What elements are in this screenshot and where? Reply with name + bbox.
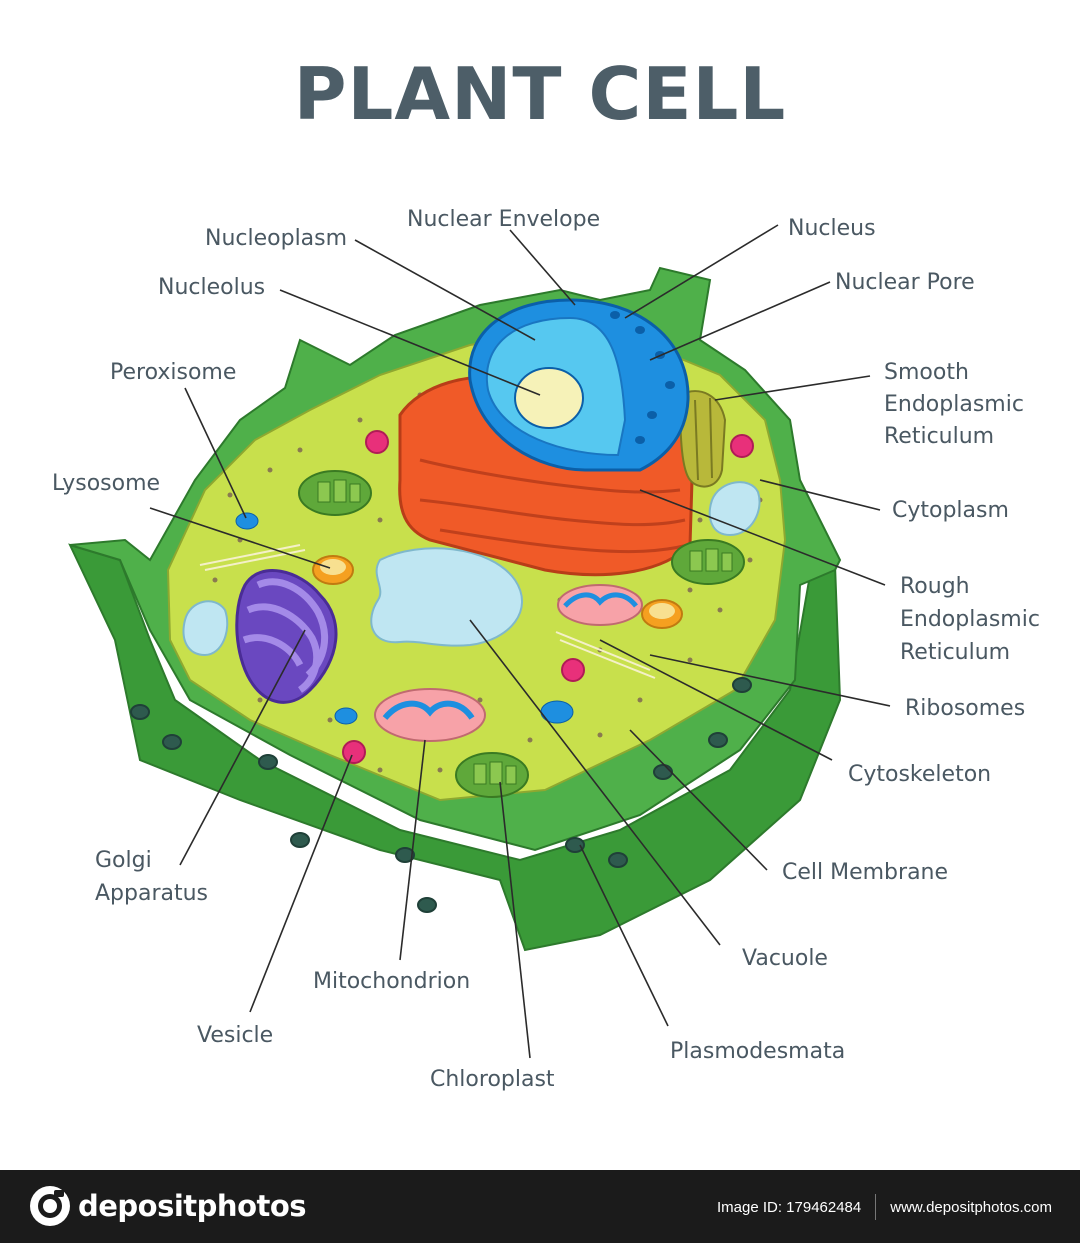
lysosome-2-inner [649,603,675,619]
vesicle-2 [730,434,754,458]
label-nucleoplasm: Nucleoplasm [205,226,347,251]
image-id: Image ID: 179462484 [716,1198,862,1216]
label-golgi-1: Golgi [95,848,152,873]
golgi-apparatus [235,569,338,704]
label-nucleolus: Nucleolus [158,275,265,300]
nucleus [468,298,690,472]
leader-lines [149,224,891,1059]
vacuole-small-left [182,600,229,657]
brand-name: depositphotos [78,1189,307,1223]
mitochondrion-1 [374,688,486,742]
label-mitochondrion: Mitochondrion [313,969,470,994]
vesicle-1 [365,430,389,454]
label-chloroplast: Chloroplast [430,1067,555,1092]
label-nuclear-envelope: Nuclear Envelope [407,207,600,232]
label-rough-er-1: Rough [900,574,970,599]
site-link[interactable]: www.depositphotos.com [890,1198,1052,1216]
mitochondrion-2 [557,584,643,626]
label-cytoplasm: Cytoplasm [892,498,1009,523]
vesicle-3 [561,658,585,682]
vacuole [370,547,523,647]
label-vesicle: Vesicle [197,1023,273,1048]
plant-cell-diagram: Nucleoplasm Nuclear Envelope Nucleus Nuc… [52,207,1040,1092]
label-plasmodesmata: Plasmodesmata [670,1039,845,1064]
peroxisome-2 [334,707,358,725]
brand-logo[interactable]: depositphotos [28,1184,307,1228]
plasmodesmata-holes [130,677,752,913]
label-vacuole: Vacuole [742,946,828,971]
label-smooth-er-3: Reticulum [884,424,994,449]
label-cell-membrane: Cell Membrane [782,860,948,885]
vesicle-4 [342,740,366,764]
footer-bar: depositphotos Image ID: 179462484 www.de… [0,1170,1080,1243]
label-smooth-er-2: Endoplasmic [884,392,1024,417]
chloroplast-3 [455,752,529,798]
label-smooth-er-1: Smooth [884,360,969,385]
label-rough-er-3: Reticulum [900,640,1010,665]
chloroplast-1 [298,470,372,516]
page-title: PLANT CELL [293,52,787,136]
peroxisome-1 [235,512,259,530]
nucleolus [514,367,584,429]
smooth-endoplasmic-reticulum [678,390,727,488]
label-peroxisome: Peroxisome [110,360,236,385]
footer-separator [875,1194,877,1220]
camera-icon [30,1186,70,1226]
chloroplast-2 [671,539,745,585]
label-lysosome: Lysosome [52,471,160,496]
label-rough-er-2: Endoplasmic [900,607,1040,632]
label-ribosomes: Ribosomes [905,696,1025,721]
label-nuclear-pore: Nuclear Pore [835,270,975,295]
label-nucleus: Nucleus [788,216,876,241]
label-cytoskeleton: Cytoskeleton [848,762,991,787]
label-golgi-2: Apparatus [95,881,208,906]
lysosome-1-inner [320,559,346,575]
footer-meta: Image ID: 179462484 www.depositphotos.co… [717,1194,1052,1220]
